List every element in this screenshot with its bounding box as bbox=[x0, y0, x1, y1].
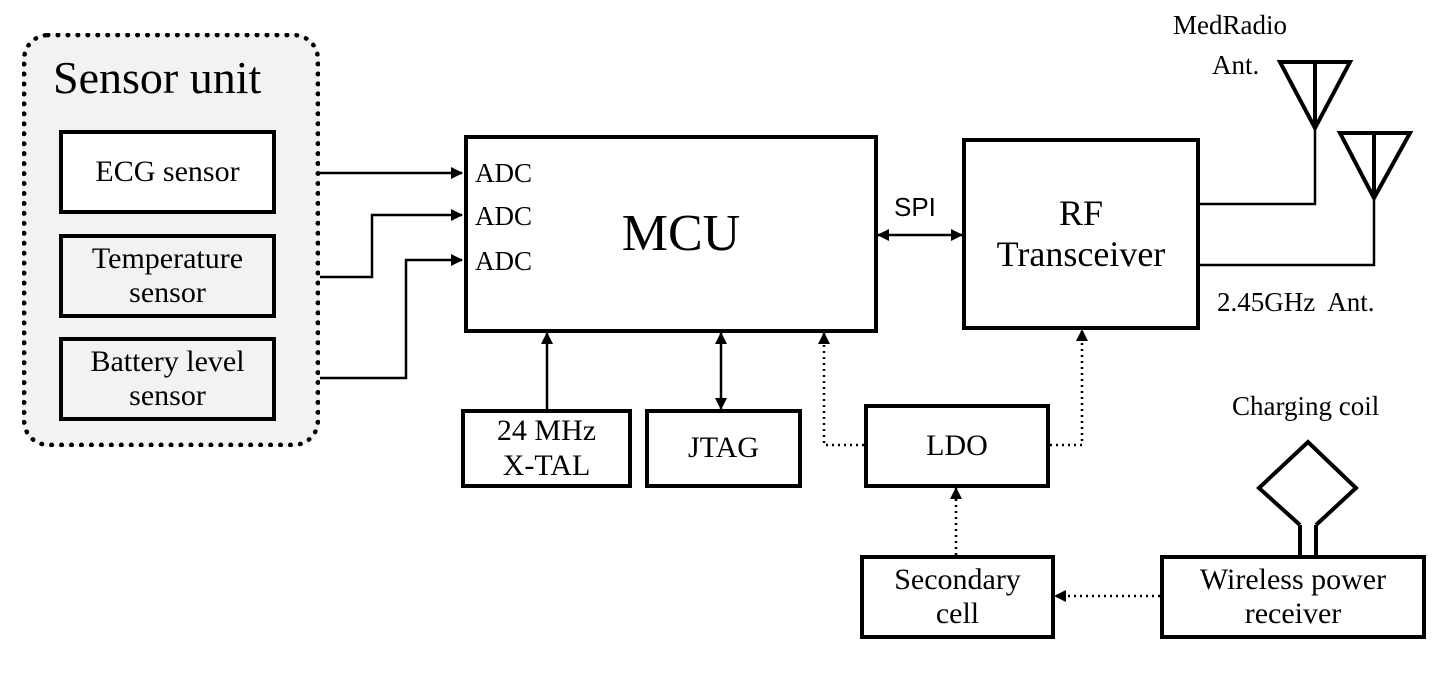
temperature-sensor-label-line2: sensor bbox=[129, 276, 206, 309]
ldo-label: LDO bbox=[926, 428, 988, 462]
secondary-cell-block: Secondary cell bbox=[860, 555, 1055, 639]
secondary-cell-label-line2: cell bbox=[935, 597, 980, 630]
battery-level-sensor-block: Battery level sensor bbox=[59, 337, 276, 421]
rf-label-line1: RF bbox=[1058, 192, 1104, 233]
secondary-cell-label-line1: Secondary bbox=[894, 562, 1021, 596]
temperature-to-adc-wire bbox=[276, 209, 463, 279]
medradio-antenna-label-line1: MedRadio bbox=[1173, 10, 1287, 40]
xtal-label-line2: X-TAL bbox=[502, 448, 591, 482]
sensor-unit-title: Sensor unit bbox=[53, 52, 262, 103]
xtal-block: 24 MHz X-TAL bbox=[461, 409, 632, 488]
mcu-block: MCU bbox=[464, 135, 878, 333]
ldo-block: LDO bbox=[864, 404, 1050, 488]
rf-label-line2: Transceiver bbox=[996, 234, 1166, 274]
ldo-to-mcu-power-line bbox=[818, 332, 864, 447]
spi-label: SPI bbox=[894, 192, 936, 222]
temperature-sensor-label-line1: Temperature bbox=[91, 241, 244, 275]
battery-to-adc-wire bbox=[276, 254, 463, 380]
wireless-power-receiver-block: Wireless power receiver bbox=[1160, 555, 1426, 639]
ecg-sensor-block: ECG sensor bbox=[59, 130, 276, 214]
jtag-block: JTAG bbox=[645, 409, 802, 488]
charging-coil-label: Charging coil bbox=[1232, 391, 1380, 421]
xtal-label-line1: 24 MHz bbox=[496, 414, 597, 447]
ecg-sensor-label: ECG sensor bbox=[95, 154, 240, 188]
ghz-antenna-label: 2.45GHz Ant. bbox=[1217, 287, 1375, 317]
battery-level-sensor-label-line2: sensor bbox=[129, 379, 206, 412]
ldo-to-rf-power-line bbox=[1050, 329, 1088, 447]
medradio-feed-line bbox=[1200, 128, 1317, 206]
adc-label-2: ADC bbox=[475, 201, 533, 231]
adc-label-3: ADC bbox=[475, 246, 533, 276]
ghz-antenna-icon bbox=[1336, 131, 1414, 203]
adc-label-1: ADC bbox=[475, 158, 533, 188]
temperature-sensor-block: Temperature sensor bbox=[59, 234, 276, 318]
rf-transceiver-block: RF Transceiver bbox=[962, 138, 1200, 330]
ghz-feed-line bbox=[1200, 198, 1376, 267]
medradio-antenna-label-line2: Ant. bbox=[1212, 50, 1260, 80]
charging-coil-icon bbox=[1256, 439, 1359, 555]
wireless-power-label-line1: Wireless power bbox=[1199, 562, 1387, 596]
jtag-label: JTAG bbox=[688, 431, 759, 465]
mcu-label: MCU bbox=[621, 205, 741, 263]
wireless-power-label-line2: receiver bbox=[1244, 597, 1342, 630]
medradio-antenna-icon bbox=[1276, 60, 1354, 133]
battery-level-sensor-label-line1: Battery level bbox=[90, 344, 245, 378]
